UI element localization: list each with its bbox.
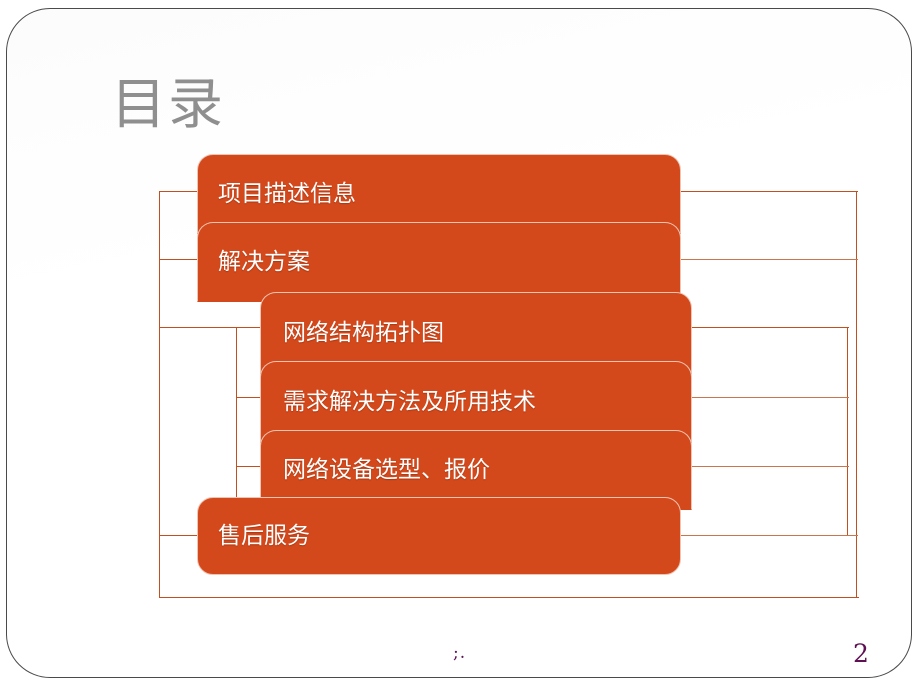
outline-node-6[interactable]: 售后服务 — [197, 497, 681, 575]
slide-frame: 目录 项目描述信息 解决方 — [6, 8, 912, 678]
connector-right-branch-5 — [691, 466, 849, 468]
connector-right-branch-6 — [679, 535, 858, 537]
outline-node-4-label: 需求解决方法及所用技术 — [283, 388, 536, 415]
outline-node-2[interactable]: 解决方案 — [197, 222, 681, 302]
connector-left-branch-6 — [159, 535, 201, 537]
outline-node-6-label: 售后服务 — [218, 522, 310, 549]
connector-left-branch-2 — [159, 259, 201, 261]
footer-mark: ;. — [453, 643, 467, 663]
connector-left-branch-3 — [236, 327, 264, 329]
outline-node-3-label: 网络结构拓扑图 — [283, 319, 444, 346]
page-number: 2 — [853, 639, 869, 668]
connector-right-branch-4 — [691, 397, 849, 399]
connector-right-branch-3 — [691, 327, 849, 329]
connector-right-branch-2 — [679, 259, 858, 261]
connector-right-branch-1 — [679, 191, 858, 193]
connector-left-trunk-lvl1 — [159, 191, 161, 598]
connector-right-trunk-lvl2 — [847, 327, 849, 535]
outline-node-5[interactable]: 网络设备选型、报价 — [260, 430, 692, 510]
page-title: 目录 — [111, 72, 226, 136]
outline-node-3[interactable]: 网络结构拓扑图 — [260, 292, 692, 374]
connector-left-branch-5 — [236, 466, 264, 468]
outline-node-4[interactable]: 需求解决方法及所用技术 — [260, 361, 692, 443]
connector-left-trunk-lvl2 — [236, 327, 238, 529]
connector-left-branch-1 — [159, 191, 201, 193]
connector-left-bottom-run — [159, 597, 859, 599]
outline-node-1[interactable]: 项目描述信息 — [197, 154, 681, 234]
outline-node-5-label: 网络设备选型、报价 — [283, 456, 490, 483]
outline-node-2-label: 解决方案 — [218, 248, 310, 275]
connector-left-branch-4 — [236, 397, 264, 399]
outline-diagram: 项目描述信息 解决方案 网络结构拓扑图 需求解决方法及所用技术 网络设备选型、报… — [7, 9, 911, 677]
connector-left-branch-lvl2-entry — [159, 327, 237, 329]
connector-right-trunk-lvl1 — [856, 191, 858, 598]
outline-node-1-label: 项目描述信息 — [218, 180, 356, 207]
